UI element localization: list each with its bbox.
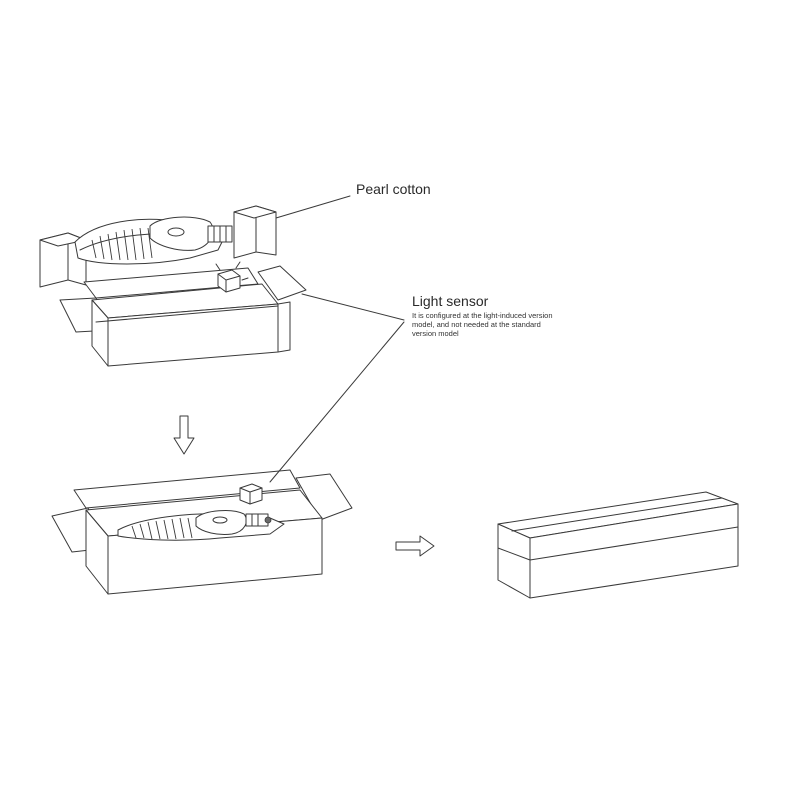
open-carton-bottom [51,469,353,595]
light-sensor-in-box [239,483,263,505]
closed-carton [497,491,739,599]
lamp-fins-top [91,227,153,261]
street-lamp-in-box [117,510,285,541]
street-lamp-top [74,216,233,265]
pearl-cotton-left [39,232,87,288]
open-carton-top [59,261,307,367]
leader-lines [269,195,405,483]
arrow-down-icon [173,415,195,455]
light-sensor-note: It is configured at the light-induced ve… [412,311,553,338]
arrow-right-icon [395,535,435,557]
light-sensor-label: Light sensor [412,293,489,309]
pearl-cotton-right [233,205,277,259]
lamp-fins-bottom [131,517,193,540]
light-sensor-top [215,261,249,293]
pearl-cotton-label: Pearl cotton [356,181,431,197]
lamp-with-pearl-cotton [39,205,277,288]
